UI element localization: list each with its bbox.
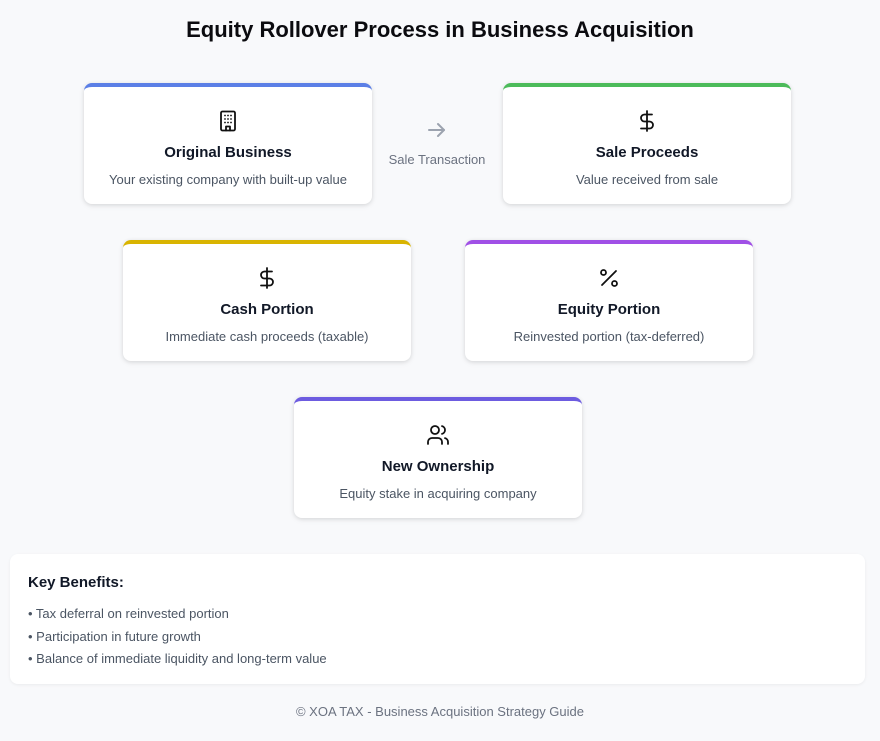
- benefit-item: • Balance of immediate liquidity and lon…: [28, 651, 327, 666]
- footer-copyright: © XOA TAX - Business Acquisition Strateg…: [295, 704, 584, 719]
- card-title: New Ownership: [381, 458, 495, 475]
- card-description: Value received from sale: [575, 172, 719, 187]
- users-icon: [294, 421, 582, 449]
- card-description: Your existing company with built-up valu…: [109, 172, 347, 187]
- card-title: Sale Proceeds: [595, 144, 699, 161]
- percent-icon: [465, 264, 753, 292]
- card-cash-portion: Cash Portion Immediate cash proceeds (ta…: [123, 240, 411, 361]
- dollar-icon: [503, 107, 791, 135]
- card-title: Equity Portion: [557, 301, 661, 318]
- card-title: Cash Portion: [220, 301, 314, 318]
- arrow-label: Sale Transaction: [388, 152, 486, 167]
- card-title: Original Business: [164, 144, 292, 161]
- card-original-business: Original Business Your existing company …: [84, 83, 372, 204]
- card-new-ownership: New Ownership Equity stake in acquiring …: [294, 397, 582, 518]
- card-equity-portion: Equity Portion Reinvested portion (tax-d…: [465, 240, 753, 361]
- card-description: Equity stake in acquiring company: [339, 486, 537, 501]
- benefits-title: Key Benefits:: [28, 574, 124, 591]
- card-sale-proceeds: Sale Proceeds Value received from sale: [503, 83, 791, 204]
- arrow-right-icon: [372, 118, 502, 144]
- sale-transaction-arrow: Sale Transaction: [372, 118, 502, 167]
- building-icon: [84, 107, 372, 135]
- benefit-item: • Tax deferral on reinvested portion: [28, 606, 229, 621]
- card-description: Reinvested portion (tax-deferred): [513, 329, 705, 344]
- card-description: Immediate cash proceeds (taxable): [165, 329, 369, 344]
- page-title: Equity Rollover Process in Business Acqu…: [186, 17, 694, 42]
- benefit-item: • Participation in future growth: [28, 628, 201, 644]
- key-benefits-panel: Key Benefits: • Tax deferral on reinvest…: [10, 554, 865, 684]
- dollar-icon: [123, 264, 411, 292]
